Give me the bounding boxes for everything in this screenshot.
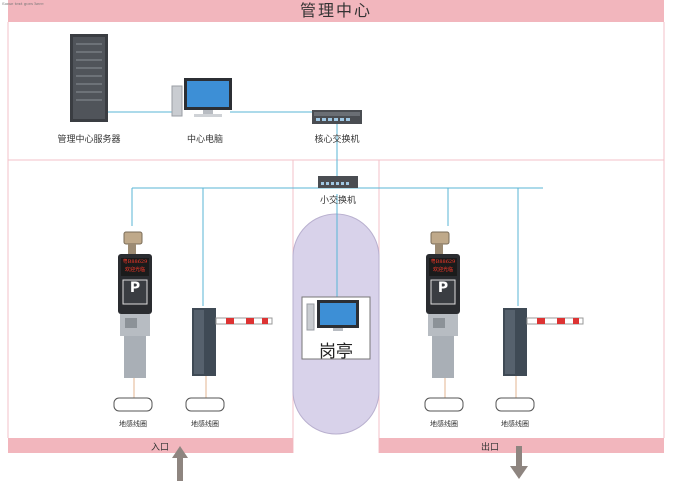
parking-terminal (426, 254, 460, 378)
parking-symbol: P (437, 280, 449, 296)
camera-icon (430, 231, 450, 254)
small-switch-label: 小交换机 (319, 196, 356, 206)
loop-label: 地感线圈 (119, 420, 147, 428)
ground-loops (113, 397, 535, 412)
monitor-icon (171, 78, 232, 117)
frame-lines (7, 22, 665, 453)
display-line2: 欢迎光临 (432, 267, 453, 273)
loop-label: 地感线圈 (430, 420, 458, 428)
display-line1: 粤B88629 (430, 259, 456, 265)
tiny-caption: Some text goes here (2, 1, 44, 6)
header-band (8, 0, 664, 22)
server-icon (70, 34, 108, 122)
exit-label: 出口 (480, 443, 499, 453)
booth-label: 岗亭 (319, 342, 353, 362)
arrow-down-icon (510, 446, 528, 479)
exit-band (379, 438, 664, 453)
parking-terminal (118, 254, 152, 378)
center-pc-label: 中心电脑 (186, 135, 223, 145)
barrier-gate-icon (192, 308, 273, 376)
loop-label: 地感线圈 (191, 420, 219, 428)
switch-icon (312, 110, 362, 124)
core-switch-label: 核心交换机 (314, 135, 360, 145)
display-line1: 粤B88629 (122, 259, 148, 265)
parking-symbol: P (129, 280, 141, 296)
loop-label: 地感线圈 (501, 420, 529, 428)
switch-icon (318, 176, 358, 188)
entrance-band (8, 438, 293, 453)
camera-icon (123, 231, 143, 254)
arrow-up-icon (172, 446, 188, 481)
network-cables (108, 111, 543, 306)
page-title: 管理中心 (299, 1, 372, 20)
server-label: 管理中心服务器 (57, 135, 121, 145)
entrance-label: 入口 (150, 443, 169, 453)
barrier-gate-icon (503, 308, 584, 376)
display-line2: 欢迎光临 (124, 267, 145, 273)
monitor-icon (306, 300, 359, 331)
